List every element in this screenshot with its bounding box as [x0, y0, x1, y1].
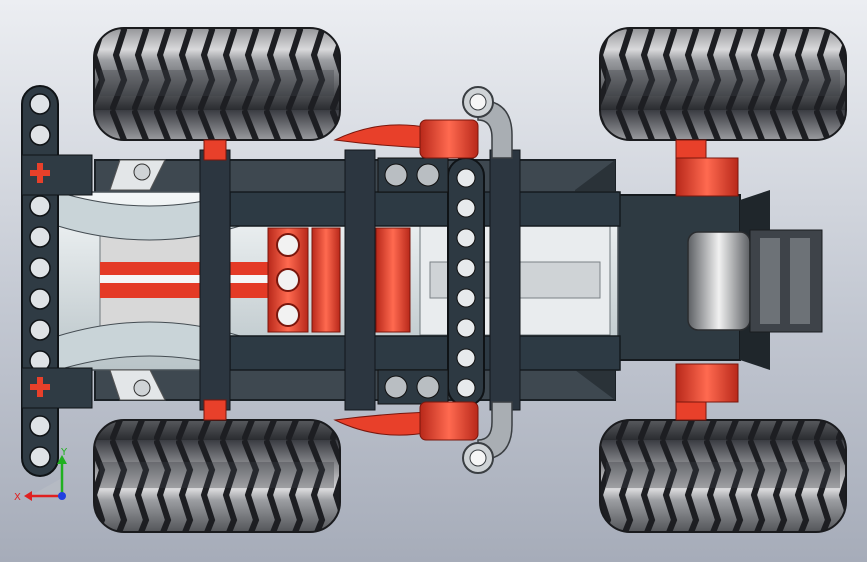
left-technic-beam[interactable] [21, 85, 93, 477]
red-gear-cluster[interactable] [267, 227, 411, 333]
triad-x-label: X [14, 492, 21, 503]
triad-y-label: Y [60, 447, 68, 458]
vertical-posts [199, 149, 521, 411]
orientation-triad: Y X [14, 447, 68, 503]
tire-rear-right[interactable] [599, 419, 847, 533]
cross-arches [57, 191, 241, 371]
pipe-elbows[interactable] [462, 86, 513, 474]
red-cross-pin-top [30, 163, 50, 183]
red-side-horns[interactable] [333, 119, 479, 441]
tire-rear-left[interactable] [599, 27, 847, 141]
tire-front-right[interactable] [93, 419, 341, 533]
triad-z-axis [58, 492, 66, 500]
rear-roller-drum[interactable] [687, 229, 823, 333]
front-fins [109, 159, 166, 401]
stud-rows [377, 157, 449, 405]
wheel-hubs [203, 139, 739, 421]
red-cross-pin-bottom [30, 377, 50, 397]
center-studded-beam[interactable] [447, 157, 485, 407]
tire-front-left[interactable] [93, 27, 341, 141]
